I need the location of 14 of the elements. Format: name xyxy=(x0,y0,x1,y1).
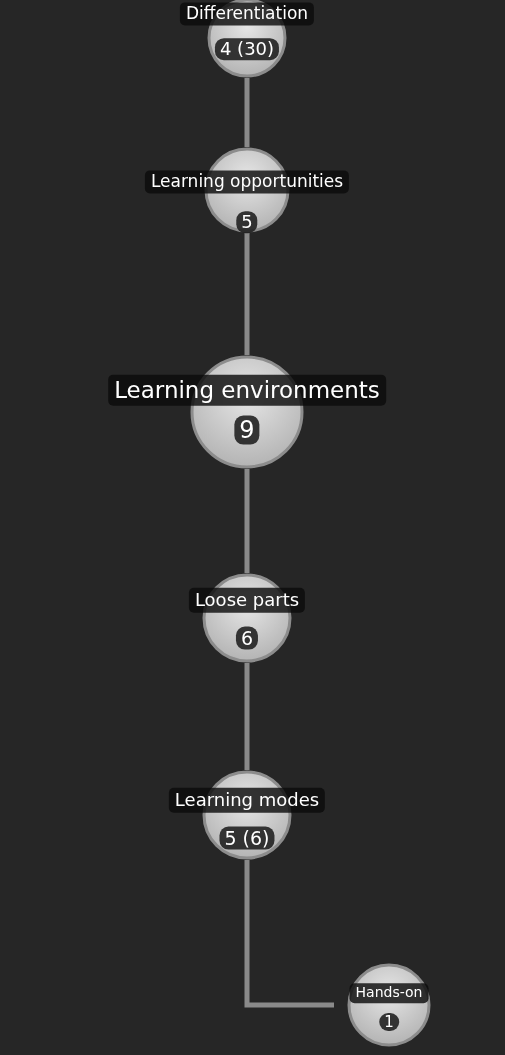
node-label: Learning opportunities xyxy=(144,170,350,194)
count-badge: 4 (30) xyxy=(214,38,280,60)
count-badge: 5 (6) xyxy=(219,826,275,850)
node-label: Learning environments xyxy=(108,374,386,406)
count-badge: 9 xyxy=(234,415,260,445)
node-label: Learning modes xyxy=(168,787,326,813)
connector-line xyxy=(244,233,250,355)
connector-line xyxy=(244,469,250,573)
connector-line xyxy=(244,860,334,1008)
node-label: Differentiation xyxy=(179,2,315,26)
node-label: Loose parts xyxy=(188,587,306,613)
connector-line xyxy=(244,663,250,770)
node-label: Hands-on xyxy=(349,983,429,1003)
connector-line xyxy=(244,78,250,147)
